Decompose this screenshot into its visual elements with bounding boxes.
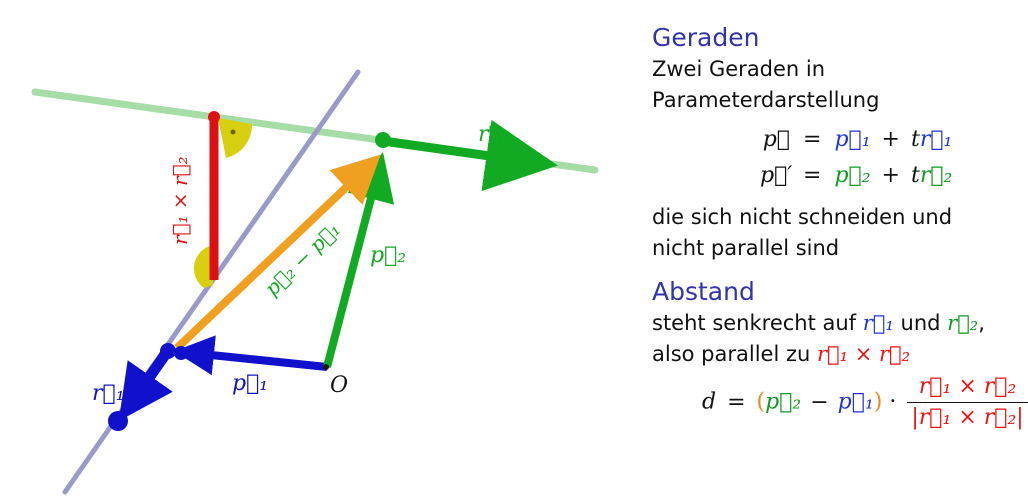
intro-line-1: Zwei Geraden in: [652, 57, 826, 81]
eq1-p1: p⃗₁: [834, 127, 871, 152]
right-angle-marker-bottom: [193, 245, 213, 288]
eq1-plus: +: [881, 127, 900, 152]
label-p2: p⃗₂: [370, 243, 406, 268]
eq2-plus: +: [881, 163, 900, 188]
heading-abstand: Abstand: [652, 277, 755, 306]
heading-geraden: Geraden: [652, 23, 760, 52]
point-p1-shadow: [174, 346, 188, 360]
distance-line-1: steht senkrecht auf r⃗₁ und r⃗₂,: [652, 308, 992, 339]
right-angle-dot-top: [230, 129, 236, 135]
distance-line-1-r2: r⃗₂: [947, 311, 979, 335]
label-r1-cross-r2: r⃗₁ × r⃗₂: [168, 156, 192, 245]
distance-line-1-und: und: [900, 311, 941, 335]
label-origin: O: [330, 373, 348, 398]
right-angle-marker-top: [218, 118, 253, 158]
distance-formula: d = (p⃗₂ − p⃗₁) · r⃗₁ × r⃗₂ |r⃗₁ × r⃗₂|: [702, 374, 1028, 431]
skew-lines-diagram: r⃗₂ r⃗₁ × r⃗₂ p⃗₂ − p⃗₁ p⃗₂ p⃗₁ O r⃗₁: [31, 69, 599, 495]
eq1-t: t: [910, 127, 920, 152]
r1-tip-point: [108, 411, 128, 431]
distance-line-2: also parallel zu r⃗₁ × r⃗₂: [652, 339, 992, 370]
label-p1: p⃗₁: [232, 371, 268, 396]
formula-dot: ·: [889, 389, 897, 415]
distance-line-2-cross: r⃗₁ × r⃗₂: [817, 342, 911, 366]
formula-p2: p⃗₂: [765, 389, 802, 415]
distance-line-1-text: steht senkrecht auf: [652, 311, 857, 335]
formula-d: d: [702, 389, 717, 415]
distance-line-1-r1: r⃗₁: [862, 311, 894, 335]
formula-minus: −: [810, 389, 829, 415]
equation-2: p⃗′ = p⃗₂ + tr⃗₂: [760, 158, 992, 194]
eq1-r1: r⃗₁: [919, 127, 953, 152]
formula-denominator: |r⃗₁ × r⃗₂|: [911, 405, 1024, 430]
condition-line-2: nicht parallel sind: [652, 236, 840, 260]
eq2-lhs: p⃗′: [760, 163, 793, 188]
equation-1: p⃗ = p⃗₁ + tr⃗₁: [760, 122, 992, 158]
distance-line-2-text: also parallel zu: [652, 342, 811, 366]
formula-equals: =: [727, 389, 746, 415]
eq2-t: t: [910, 163, 920, 188]
eq1-lhs: p⃗: [762, 127, 790, 152]
formula-open-paren: (: [756, 389, 766, 415]
label-r2: r⃗₂: [478, 122, 511, 147]
vector-p2-minus-p1: [174, 154, 381, 351]
formula-fraction: r⃗₁ × r⃗₂ |r⃗₁ × r⃗₂|: [907, 374, 1028, 431]
explanation-panel: Geraden Zwei Geraden in Parameterdarstel…: [652, 22, 1028, 431]
eq2-r2: r⃗₂: [919, 163, 953, 188]
eq2-equals: =: [803, 163, 822, 188]
vector-r2: [382, 119, 558, 192]
point-p2: [375, 132, 391, 148]
foot-point-top: [208, 111, 220, 123]
equation-block: p⃗ = p⃗₁ + tr⃗₁ p⃗′ = p⃗₂ + tr⃗₂: [760, 122, 992, 194]
vector-r1: [118, 348, 173, 422]
formula-p1: p⃗₁: [837, 389, 874, 415]
eq1-equals: =: [803, 127, 822, 152]
condition-line-1: die sich nicht schneiden und: [652, 205, 953, 229]
eq2-p2: p⃗₂: [834, 163, 871, 188]
formula-numerator: r⃗₁ × r⃗₂: [907, 374, 1028, 403]
distance-line-1-comma: ,: [978, 311, 985, 335]
intro-line-2: Parameterdarstellung: [652, 88, 880, 112]
point-p1: [160, 343, 176, 359]
origin-point: [323, 364, 329, 370]
formula-close-paren: ): [873, 389, 883, 415]
vector-p1: [174, 335, 328, 376]
label-r1: r⃗₁: [92, 381, 125, 406]
